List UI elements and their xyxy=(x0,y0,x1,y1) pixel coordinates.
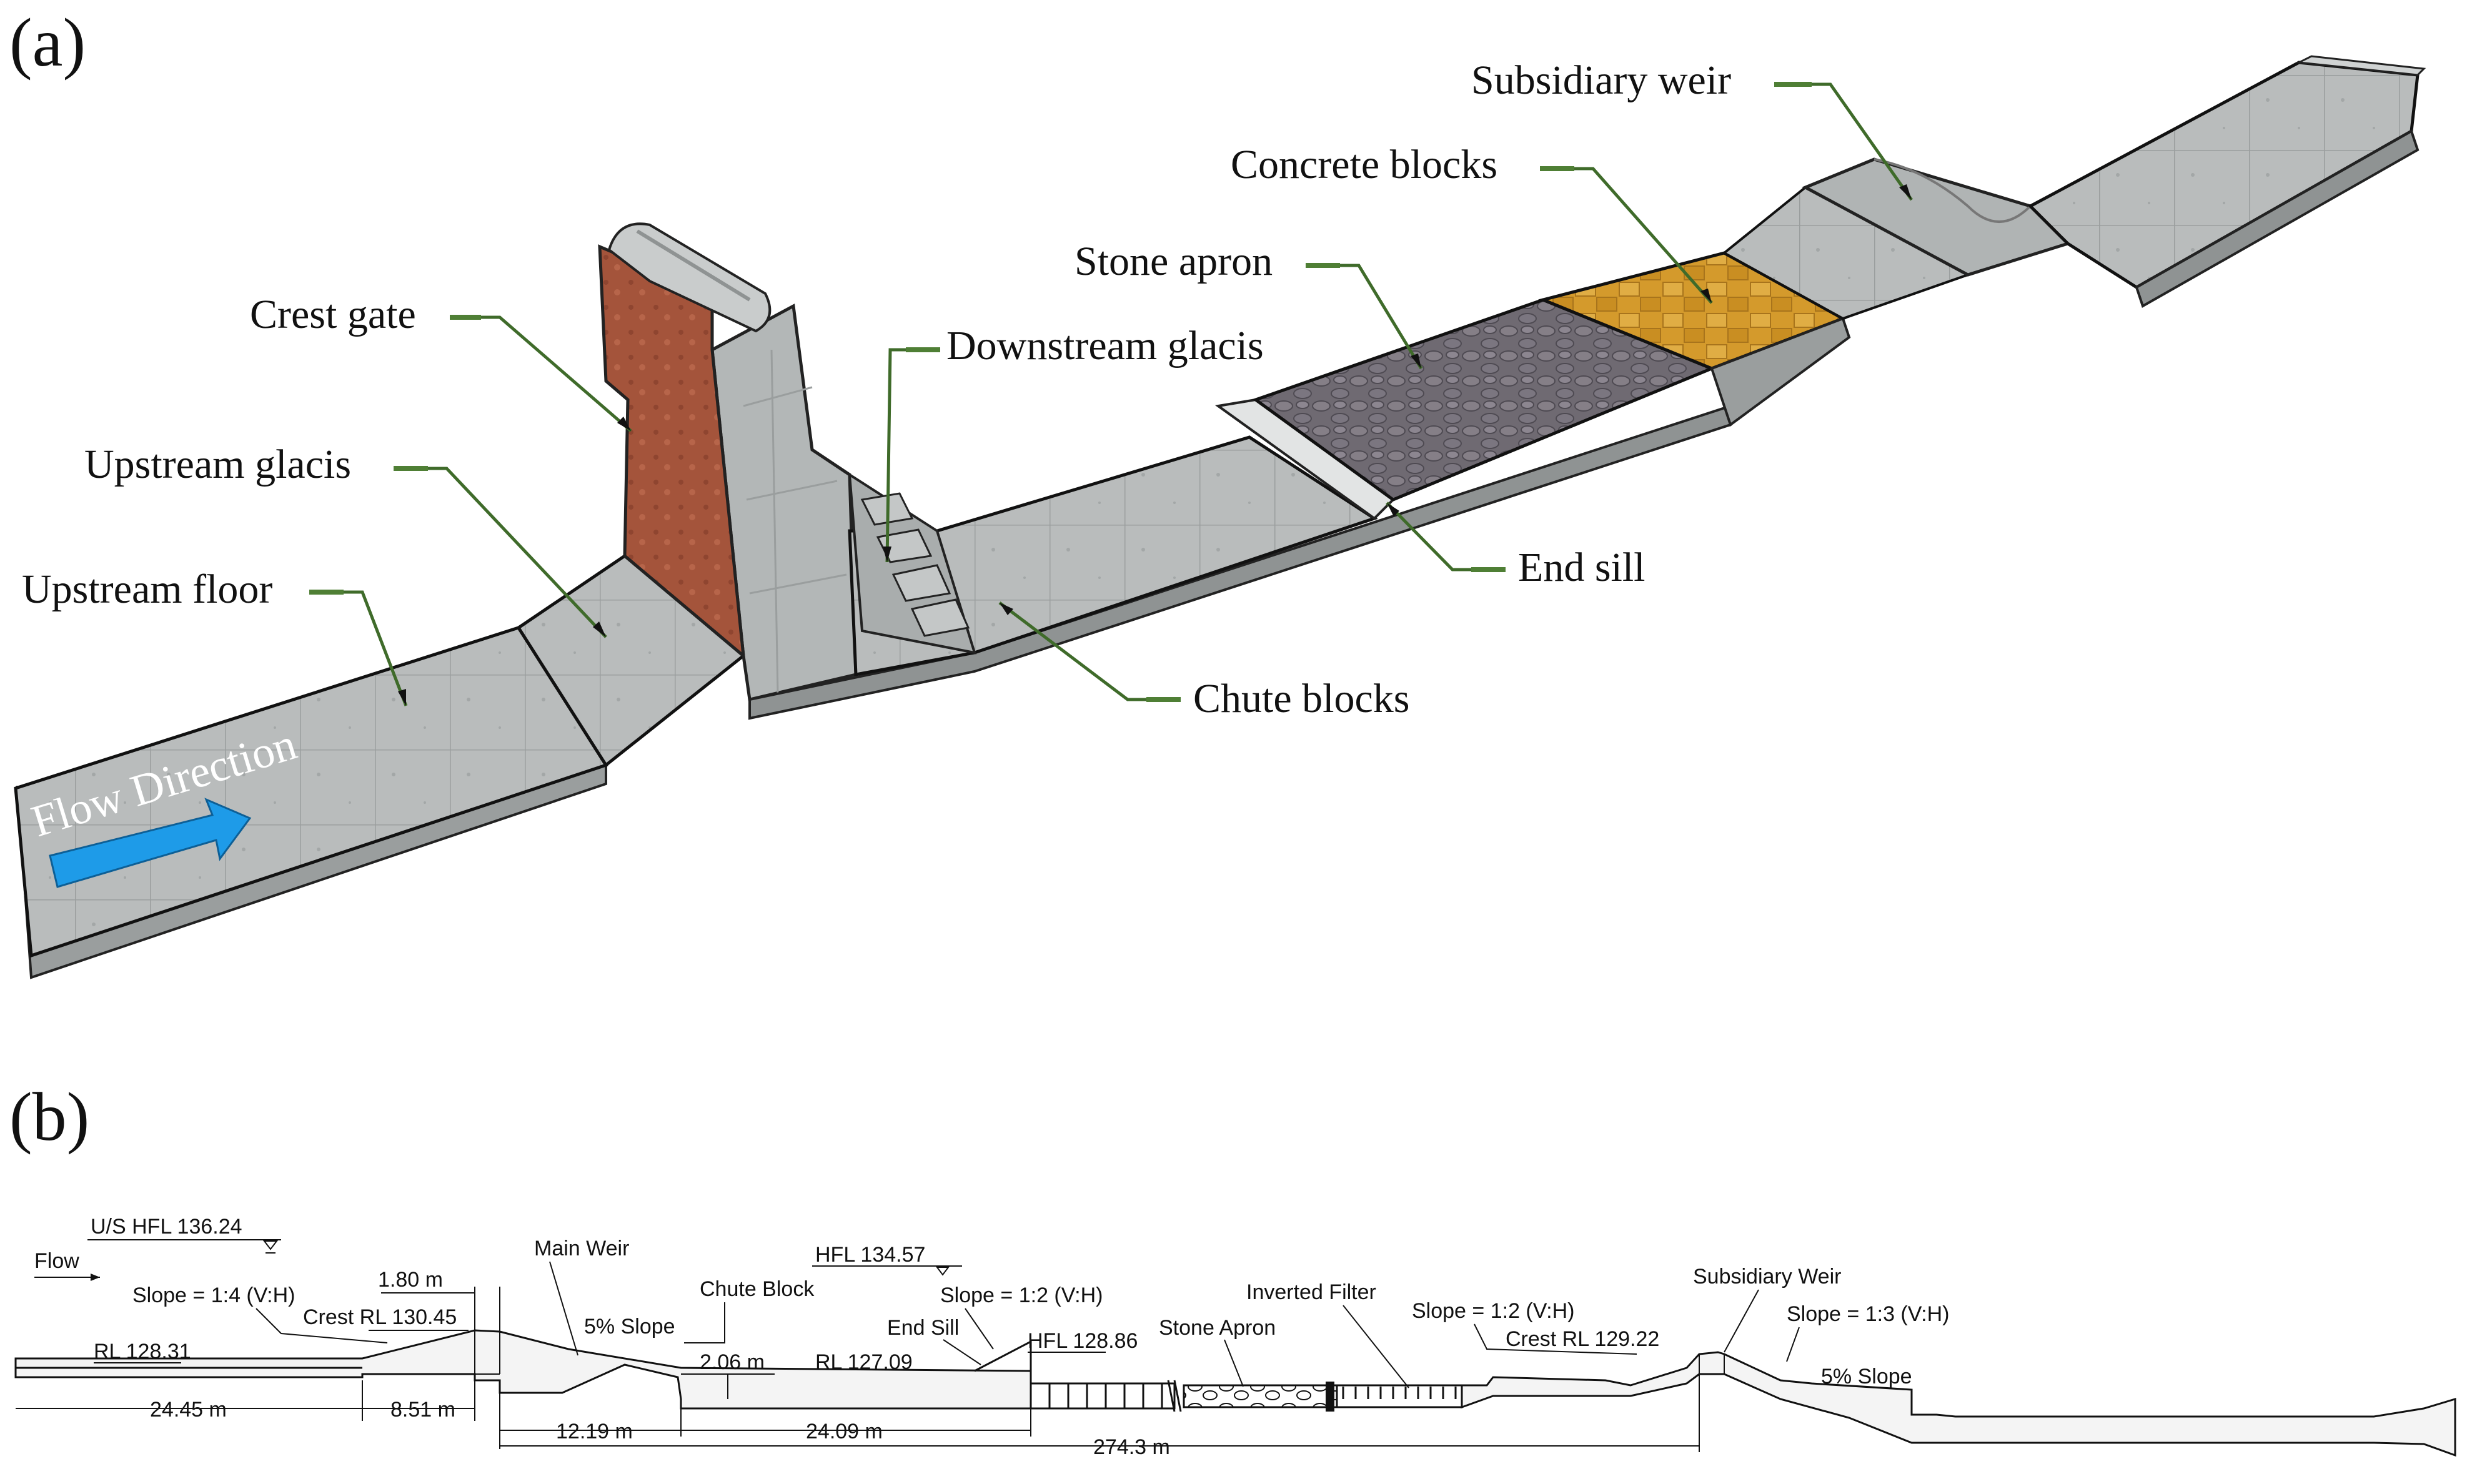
label-crest-rl-sub: Crest RL 129.22 xyxy=(1506,1327,1659,1351)
label-main-weir: Main Weir xyxy=(534,1237,629,1260)
label-subsidiary-weir: Subsidiary Weir xyxy=(1693,1265,1841,1289)
svg-text:Upstream glacis: Upstream glacis xyxy=(84,442,351,487)
label-dim-2409: 24.09 m xyxy=(806,1420,883,1443)
label-chute-block: Chute Block xyxy=(700,1277,815,1301)
label-hfl-12886: HFL 128.86 xyxy=(1028,1329,1138,1353)
crest-gate-roller xyxy=(607,222,772,333)
label-slope-us: Slope = 1:4 (V:H) xyxy=(132,1284,295,1307)
label-slope-12-a: Slope = 1:2 (V:H) xyxy=(940,1284,1103,1307)
label-dim-2743: 274.3 m xyxy=(1093,1435,1170,1459)
svg-text:Subsidiary weir: Subsidiary weir xyxy=(1471,57,1731,103)
callout-crest-gate: Crest gate xyxy=(250,292,632,432)
panel-b: (b) U/S HFL 136.24 xyxy=(9,1079,2456,1459)
callout-downstream-glacis: Downstream glacis xyxy=(883,323,1264,563)
chute-blocks xyxy=(860,492,970,637)
label-end-sill: End Sill xyxy=(887,1316,959,1340)
panel-b-label: (b) xyxy=(9,1079,89,1155)
label-rl-12709: RL 127.09 xyxy=(815,1350,913,1374)
svg-text:Flow: Flow xyxy=(34,1249,79,1273)
label-slope-12-b: Slope = 1:2 (V:H) xyxy=(1412,1299,1574,1323)
callout-end-sill: End sill xyxy=(1386,502,1645,590)
svg-text:HFL 134.57: HFL 134.57 xyxy=(815,1243,925,1267)
svg-text:Downstream glacis: Downstream glacis xyxy=(946,323,1264,369)
callout-stone-apron: Stone apron xyxy=(1075,239,1423,370)
label-dim-206: 2.06 m xyxy=(700,1350,765,1374)
svg-text:Stone apron: Stone apron xyxy=(1075,239,1273,284)
profile-end-sill xyxy=(974,1340,1032,1372)
svg-text:Chute blocks: Chute blocks xyxy=(1193,676,1409,721)
callout-upstream-glacis: Upstream glacis xyxy=(84,442,607,638)
hfl-13457-marker: HFL 134.57 xyxy=(812,1243,962,1276)
svg-text:Concrete blocks: Concrete blocks xyxy=(1231,142,1497,187)
label-stone-apron: Stone Apron xyxy=(1159,1316,1276,1340)
label-slope-13: Slope = 1:3 (V:H) xyxy=(1787,1302,1949,1326)
label-inverted-filter: Inverted Filter xyxy=(1246,1280,1376,1304)
label-slope5-main: 5% Slope xyxy=(584,1315,675,1338)
profile-stone-apron xyxy=(1183,1384,1338,1408)
us-hfl-marker: U/S HFL 136.24 xyxy=(87,1215,281,1254)
panel-a: (a) Flow Direction xyxy=(9,4,2426,979)
profile-subsidiary-weir xyxy=(1461,1351,2456,1457)
svg-text:End sill: End sill xyxy=(1518,545,1645,590)
label-slope5-sub: 5% Slope xyxy=(1821,1365,1912,1388)
panel-a-label: (a) xyxy=(9,4,86,81)
profile-inverted-filter xyxy=(1326,1382,1463,1412)
label-crest-rl-main: Crest RL 130.45 xyxy=(303,1305,457,1329)
flow-label-b: Flow xyxy=(34,1249,100,1281)
label-dim-2445: 24.45 m xyxy=(150,1398,227,1422)
label-dim-1219: 12.19 m xyxy=(556,1420,633,1443)
callout-chute-blocks: Chute blocks xyxy=(998,601,1409,721)
svg-text:Upstream floor: Upstream floor xyxy=(22,566,272,612)
label-dim-851: 8.51 m xyxy=(390,1398,455,1422)
flow-direction-arrow xyxy=(49,798,252,888)
downstream-slab xyxy=(1710,317,1851,427)
callout-subsidiary-weir: Subsidiary weir xyxy=(1471,57,1914,201)
svg-text:U/S HFL 136.24: U/S HFL 136.24 xyxy=(91,1215,242,1239)
profile-upstream xyxy=(14,1329,1032,1410)
label-dim-180: 1.80 m xyxy=(378,1268,443,1292)
dimension-lines xyxy=(16,1374,1700,1452)
callout-upstream-floor: Upstream floor xyxy=(22,566,408,706)
profile-block-floor xyxy=(1030,1380,1182,1412)
svg-text:Crest gate: Crest gate xyxy=(250,292,416,337)
callout-concrete-blocks: Concrete blocks xyxy=(1231,142,1713,304)
label-rl-12831: RL 128.31 xyxy=(94,1340,191,1363)
